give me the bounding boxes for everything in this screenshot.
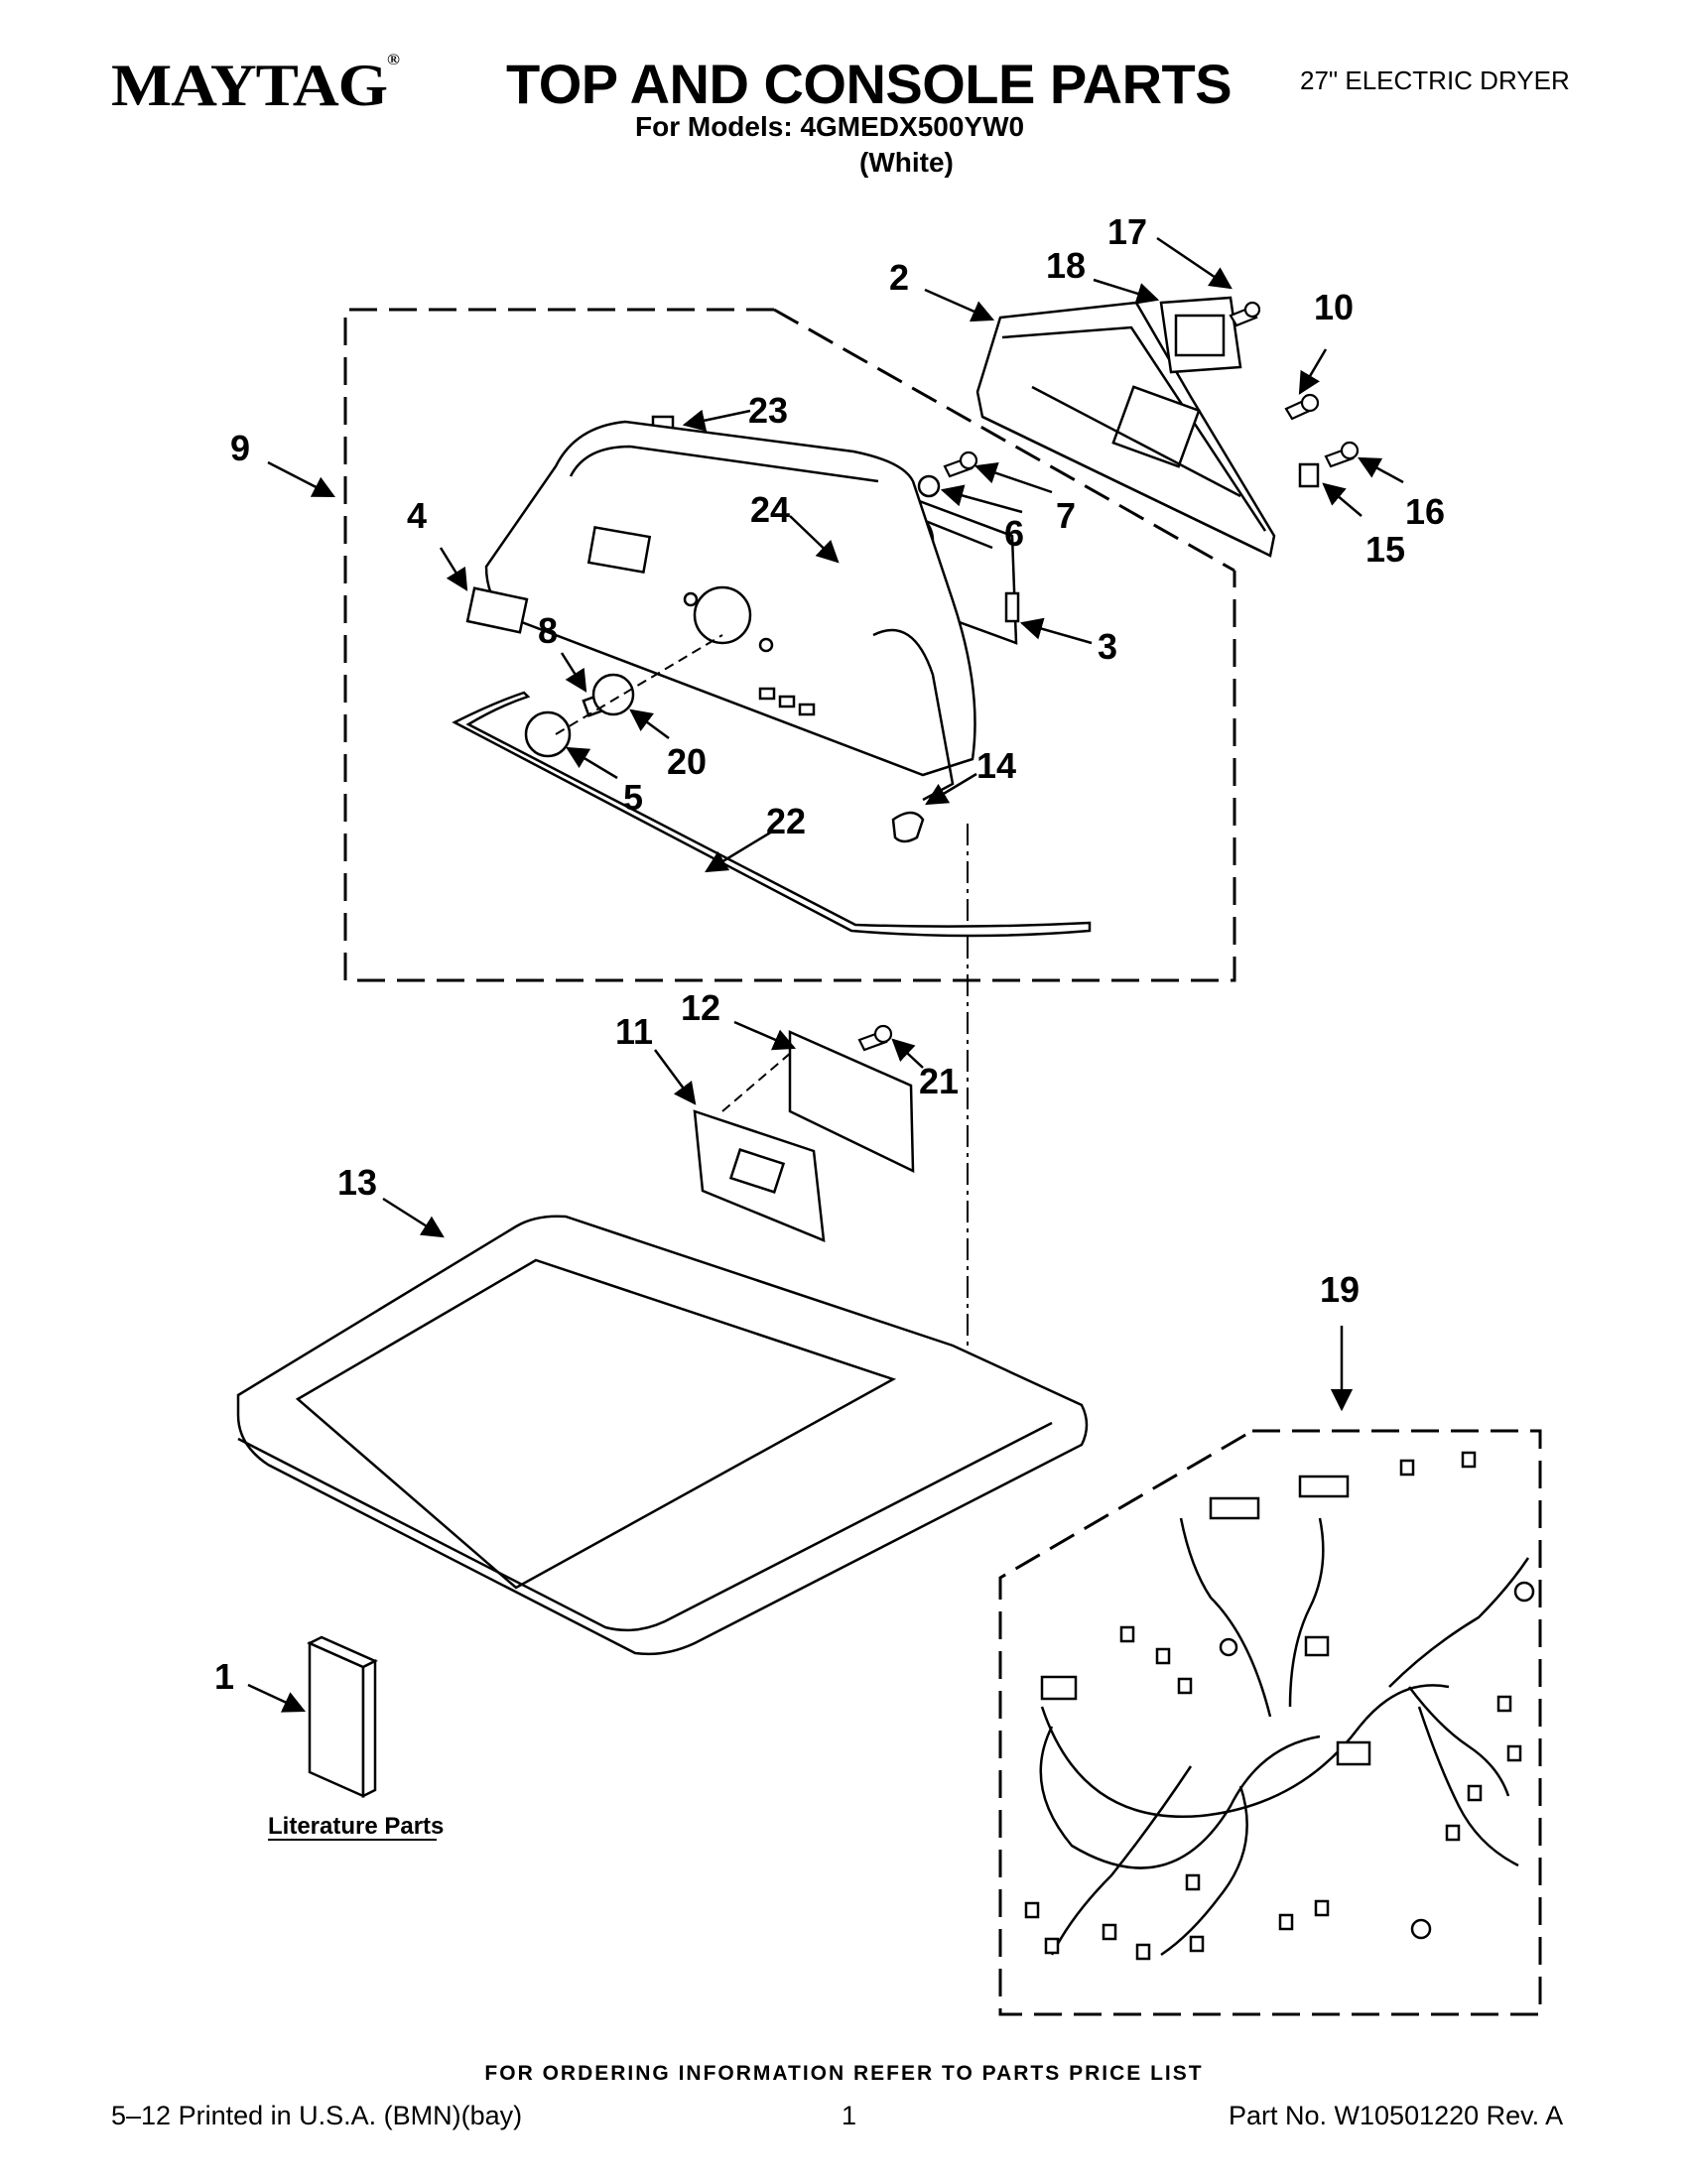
arrow-2 [924,288,995,322]
model-color: (White) [859,147,954,178]
arrow-6 [940,484,1023,514]
arrow-18 [1093,278,1160,305]
knob-6 [917,474,941,498]
callout-23: 23 [748,390,788,431]
callout-17: 17 [1107,211,1147,252]
callout-4: 4 [407,495,427,536]
brand-mark: ® [386,52,400,68]
screw-17 [1229,301,1261,327]
top-panel-13 [236,1215,1089,1656]
arrow-4 [439,547,468,591]
literature-booklet [307,1635,378,1799]
literature-label: Literature Parts [268,1813,444,1840]
callout-22: 22 [766,801,806,841]
callout-12: 12 [681,987,720,1028]
screw-7 [943,450,978,478]
ring-20 [591,673,635,716]
harness-connectors [1024,1451,1535,1961]
arrow-8 [560,652,587,693]
console-group-box [343,308,1236,982]
page-title: TOP AND CONSOLE PARTS [506,53,1233,115]
display-bracket [1159,296,1242,374]
arrow-7 [974,461,1053,494]
arrow-21 [891,1038,924,1069]
knob-5 [524,710,572,758]
screw-10 [1284,393,1320,421]
callout-2: 2 [889,257,909,298]
callout-11: 11 [615,1011,653,1052]
clip-14 [891,811,925,843]
arrow-9 [267,460,336,498]
callout-20: 20 [667,741,707,782]
harness-group-box [998,1429,1542,2016]
arrow-20 [629,708,670,740]
callout-arrows [247,236,1404,1713]
console-frame [975,301,1276,558]
arrow-5 [566,746,618,780]
brand-logo: MAYTAG® [111,52,400,120]
print-info: 5–12 Printed in U.S.A. (BMN)(bay) [111,2101,523,2130]
bezel-4 [465,586,529,634]
callout-21: 21 [919,1061,959,1101]
callout-16: 16 [1405,491,1445,532]
callout-15: 15 [1365,529,1405,570]
bracket-12 [788,1030,915,1174]
callout-10: 10 [1314,287,1354,327]
wire-harness-19 [1039,1517,1530,1957]
callout-13: 13 [337,1162,377,1203]
arrow-22 [705,830,773,873]
arrow-15 [1322,482,1363,517]
clip-15 [1298,462,1320,488]
arrow-12 [733,1020,797,1051]
callout-5: 5 [623,777,643,818]
product-type: 27" ELECTRIC DRYER [1300,65,1570,95]
callout-9: 9 [230,428,250,468]
arrow-11 [653,1049,697,1105]
callout-3: 3 [1098,626,1117,667]
callout-1: 1 [214,1656,234,1697]
callout-19: 19 [1320,1269,1360,1310]
model-subtitle: For Models: 4GMEDX500YW0 [635,111,1025,142]
arrow-10 [1298,348,1328,395]
leader-board-to-bracket [721,1051,793,1112]
callout-18: 18 [1046,245,1086,286]
arrow-23 [682,409,751,432]
callout-14: 14 [976,745,1016,786]
arrow-14 [925,772,977,806]
part-number: Part No. W10501220 Rev. A [1229,2101,1564,2130]
callout-24: 24 [750,489,790,530]
arrow-24 [789,515,840,564]
console-group-box-diagonal [773,308,1235,573]
screw-21 [857,1024,893,1052]
callout-7: 7 [1056,495,1076,536]
page-number: 1 [842,2101,857,2130]
callout-8: 8 [538,610,558,651]
ordering-info: FOR ORDERING INFORMATION REFER TO PARTS … [484,2062,1204,2085]
arrow-17 [1156,236,1233,290]
arrow-16 [1358,456,1404,484]
arrow-3 [1019,617,1093,645]
control-board-11 [693,1109,826,1242]
arrow-1 [247,1683,307,1713]
strip-22 [452,691,1092,938]
callout-6: 6 [1004,513,1024,554]
brand-name: MAYTAG [111,53,388,118]
screw-16 [1324,441,1360,468]
arrow-13 [382,1197,445,1238]
callout-labels: 1 2 3 4 5 6 7 8 9 10 11 12 13 14 15 16 1… [214,211,1445,1697]
knob-axis [555,634,723,735]
